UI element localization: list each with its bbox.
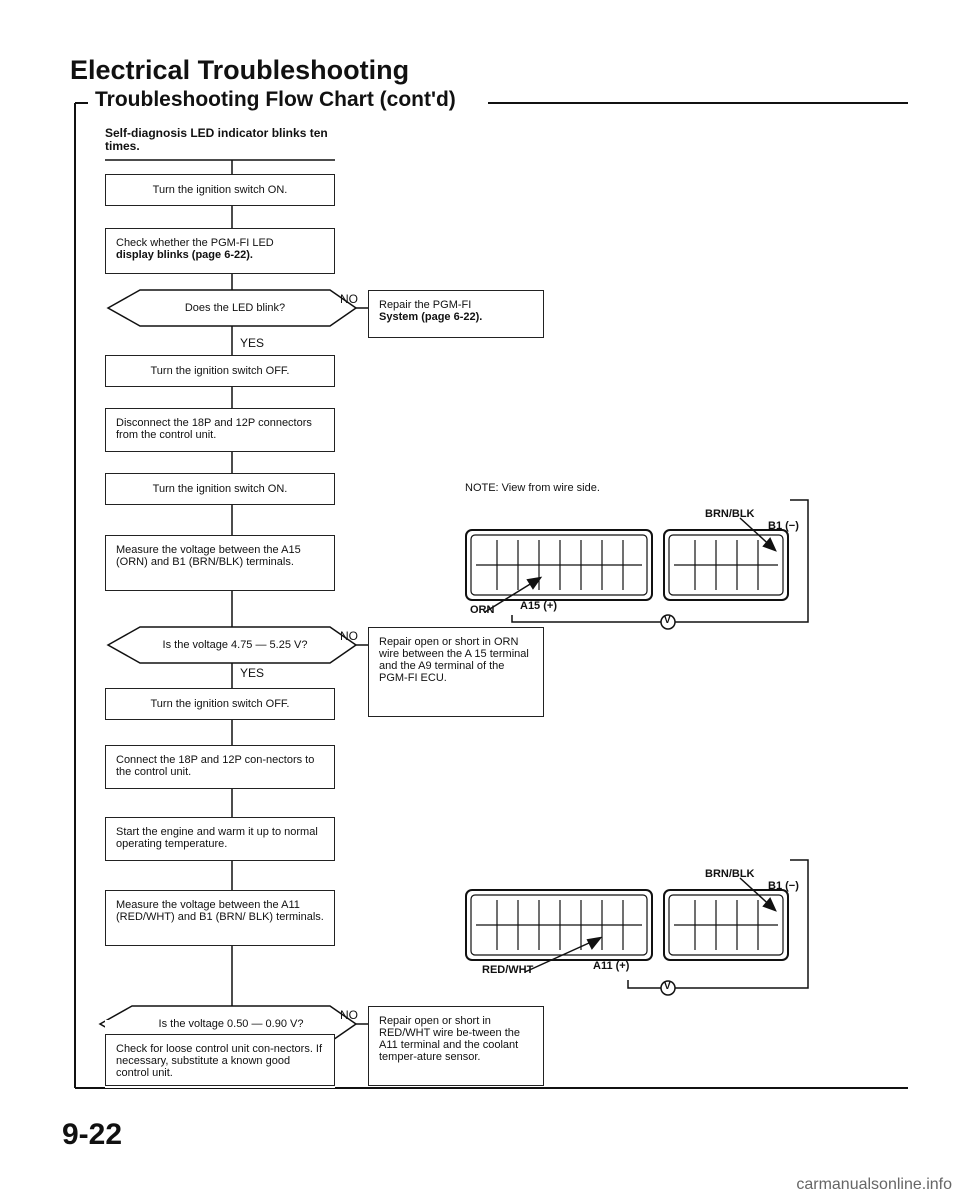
connector-diagram-1 [465, 499, 809, 630]
step-measure-a11-b1: Measure the voltage between the A11 (RED… [105, 890, 335, 946]
wire-brn-blk-2: BRN/BLK [705, 868, 755, 880]
no-label-2: NO [340, 629, 358, 643]
note-wire-side: NOTE: View from wire side. [465, 482, 600, 494]
step-connect-connectors: Connect the 18P and 12P con-nectors to t… [105, 745, 335, 789]
terminal-a15: A15 (+) [520, 600, 557, 612]
step-check-loose-connectors: Check for loose control unit con-nectors… [105, 1034, 335, 1086]
no-label-3: NO [340, 1008, 358, 1022]
flow-start-condition: Self-diagnosis LED indicator blinks ten … [105, 126, 328, 153]
step-start-engine-warm-up: Start the engine and warm it up to norma… [105, 817, 335, 861]
yes-label-1: YES [240, 336, 265, 350]
voltmeter-icon-1: V [664, 615, 671, 626]
step-ignition-on-2: Turn the ignition switch ON. [105, 473, 335, 505]
step-ignition-off-1: Turn the ignition switch OFF. [105, 355, 335, 387]
step-disconnect-connectors: Disconnect the 18P and 12P connectors fr… [105, 408, 335, 452]
repair-red-wht-wire: Repair open or short in RED/WHT wire be-… [368, 1006, 544, 1086]
voltmeter-icon-2: V [664, 981, 671, 992]
watermark: carmanualsonline.info [796, 1176, 952, 1193]
decision-voltage-0-50-0-90: Is the voltage 0.50 — 0.90 V? [158, 1018, 304, 1030]
step-check-led-display: Check whether the PGM-FI LED display bli… [105, 228, 335, 274]
repair-pgm-fi-system: Repair the PGM-FI System (page 6-22). [368, 290, 544, 338]
repair-orn-wire: Repair open or short in ORN wire between… [368, 627, 544, 717]
terminal-b1-1: B1 (−) [768, 520, 799, 532]
page-number: 9-22 [62, 1118, 123, 1151]
page-title: Electrical Troubleshooting [70, 55, 410, 85]
section-subtitle: Troubleshooting Flow Chart (cont'd) [95, 88, 456, 111]
step-ignition-off-2: Turn the ignition switch OFF. [105, 688, 335, 720]
step-ignition-on-1: Turn the ignition switch ON. [105, 174, 335, 206]
terminal-b1-2: B1 (−) [768, 880, 799, 892]
yes-label-2: YES [240, 666, 265, 680]
decision-voltage-4-75-5-25: Is the voltage 4.75 — 5.25 V? [162, 639, 308, 651]
wire-orn: ORN [470, 604, 495, 616]
step-measure-a15-b1: Measure the voltage between the A15 (ORN… [105, 535, 335, 591]
connector-diagram-2 [465, 859, 809, 996]
wire-brn-blk-1: BRN/BLK [705, 508, 755, 520]
terminal-a11: A11 (+) [593, 960, 630, 972]
decision-led-blink: Does the LED blink? [184, 302, 286, 314]
no-label-1: NO [340, 292, 358, 306]
wire-red-wht: RED/WHT [482, 964, 534, 976]
